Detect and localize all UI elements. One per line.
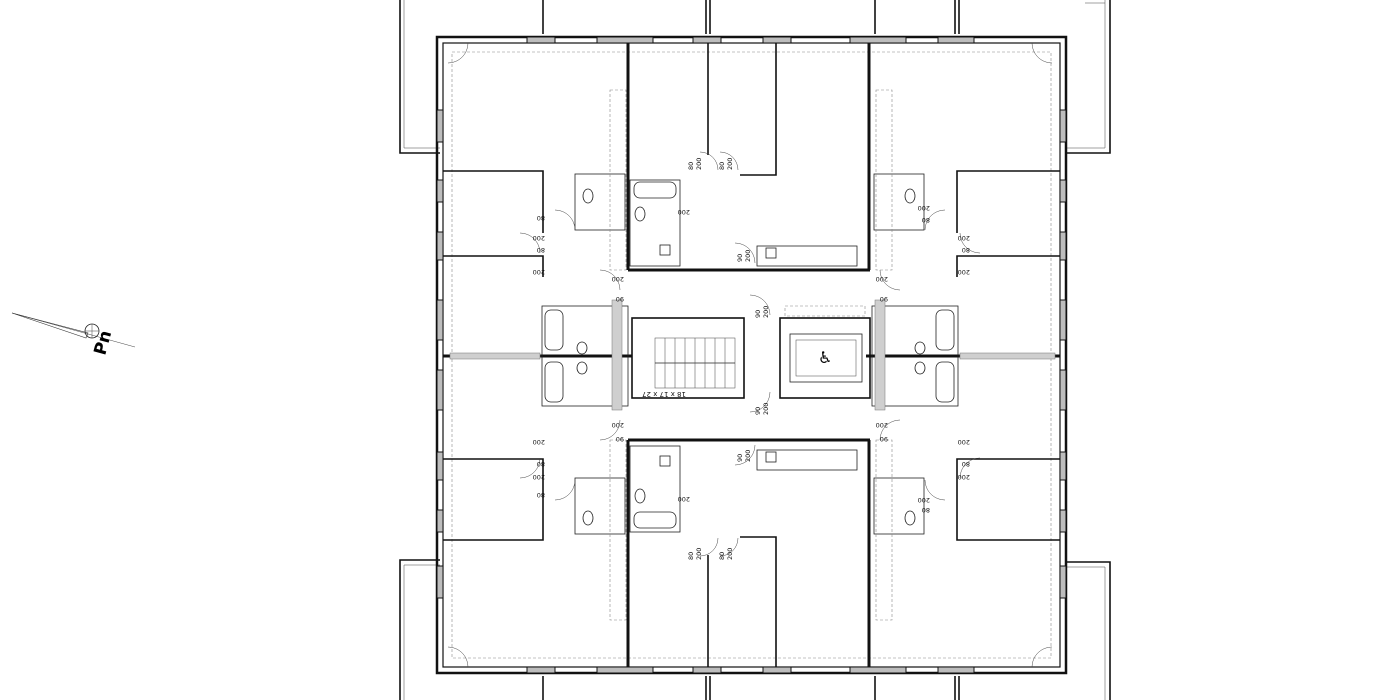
door-dim: 90 <box>736 454 744 462</box>
door-dim: 200 <box>726 548 734 560</box>
door-dim: 200 <box>533 438 545 446</box>
windows <box>436 36 1067 674</box>
door-dim: 200 <box>958 234 970 242</box>
door-dim: 80 <box>687 552 695 560</box>
door-dim: 200 <box>612 275 624 283</box>
sanitary-fixtures <box>544 181 955 529</box>
balconies <box>399 0 1111 700</box>
elevator: ♿ <box>784 305 866 383</box>
balcony-bottom-left <box>399 559 440 700</box>
door-dim: 200 <box>762 306 770 318</box>
door-dim: 200 <box>726 158 734 170</box>
door-dim: 80 <box>718 552 726 560</box>
door-dim: 200 <box>958 473 970 481</box>
door-dim: 200 <box>744 250 752 262</box>
door-dim: 200 <box>695 158 703 170</box>
door-dim: 80 <box>687 162 695 170</box>
door-dim: 90 <box>616 435 624 443</box>
door-dim: 80 <box>537 460 545 468</box>
interior-walls <box>443 43 1060 667</box>
door-dim: 200 <box>533 473 545 481</box>
door-dim: 200 <box>678 208 690 216</box>
door-dimension-labels: 80 200 80 200 90 200 90 200 90 200 90 20… <box>533 158 970 560</box>
door-dim: 200 <box>876 275 888 283</box>
door-dim: 200 <box>958 438 970 446</box>
stair-dimension-label: 18 x 17 x 27 <box>642 390 686 398</box>
door-dim: 200 <box>958 268 970 276</box>
door-dim: 200 <box>918 204 930 212</box>
door-dim: 80 <box>537 246 545 254</box>
door-dim: 200 <box>678 495 690 503</box>
door-dim: 80 <box>537 491 545 499</box>
door-dim: 90 <box>754 407 762 415</box>
balcony-top-left <box>399 0 440 154</box>
balcony-top-right <box>1067 0 1111 154</box>
wheelchair-accessible-icon: ♿ <box>818 348 832 367</box>
service-shafts <box>449 299 1056 411</box>
north-label: Pn <box>91 328 117 357</box>
door-dim: 200 <box>533 268 545 276</box>
door-dim: 90 <box>736 254 744 262</box>
doors <box>447 42 1053 668</box>
door-dim: 200 <box>918 496 930 504</box>
door-dim: 200 <box>744 450 752 462</box>
door-dim: 90 <box>880 435 888 443</box>
north-arrow: Pn <box>11 312 136 357</box>
door-dim: 200 <box>695 548 703 560</box>
door-dim: 80 <box>718 162 726 170</box>
door-dim: 200 <box>876 421 888 429</box>
door-dim: 200 <box>533 234 545 242</box>
door-dim: 90 <box>616 295 624 303</box>
door-dim: 80 <box>962 460 970 468</box>
door-dim: 90 <box>880 295 888 303</box>
door-dim: 80 <box>962 246 970 254</box>
door-dim: 80 <box>537 214 545 222</box>
door-dim: 90 <box>754 310 762 318</box>
door-dim: 200 <box>762 403 770 415</box>
door-dim: 80 <box>922 216 930 224</box>
door-dim: 80 <box>922 506 930 514</box>
door-dim: 200 <box>612 421 624 429</box>
balcony-bottom-right <box>1067 561 1111 700</box>
staircase: 18 x 17 x 27 <box>642 337 736 398</box>
